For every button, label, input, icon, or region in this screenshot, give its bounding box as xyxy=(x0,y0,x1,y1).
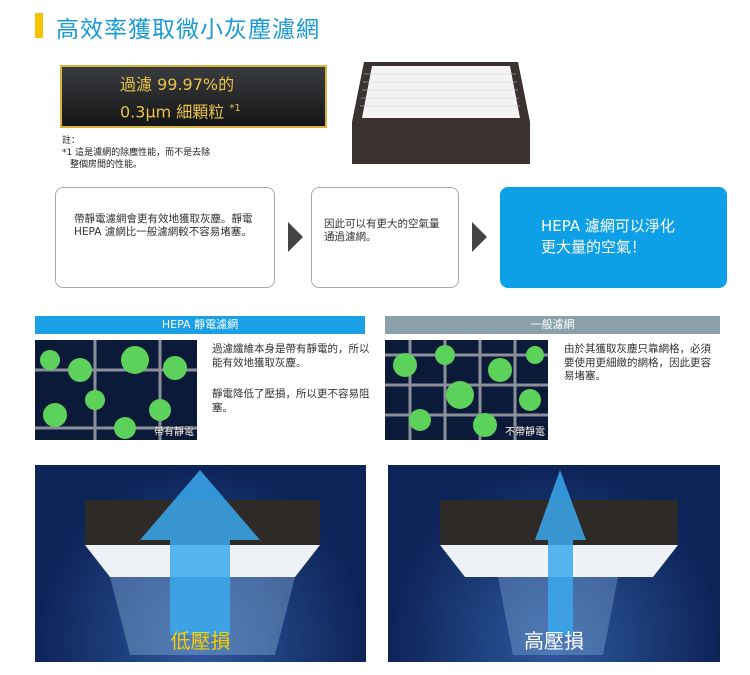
hepa-microscope-image: 帶有靜電 xyxy=(35,340,197,440)
footnote-mark: *1 xyxy=(229,103,241,114)
normal-description: 由於其獲取灰塵只靠網格，必須要使用更細緻的網格，因此更容易堵塞。 xyxy=(564,343,711,382)
hepa-caption: 帶有靜電 xyxy=(154,427,194,438)
high-pressure-panel: 高壓損 xyxy=(388,465,720,662)
note-line2: 整個房間的性能。 xyxy=(70,160,143,170)
hepa-header: HEPA 靜電濾網 xyxy=(35,316,365,334)
claim-line1: 過濾 99.97%的 xyxy=(120,75,235,94)
note-label: 註： xyxy=(62,136,81,146)
dust-particles-illustration xyxy=(35,340,197,440)
dust-particles-illustration xyxy=(385,340,548,440)
normal-header: 一般濾網 xyxy=(385,316,720,334)
claim-line2-text: 0.3µm 細顆粒 xyxy=(120,102,225,122)
normal-caption: 不帶靜電 xyxy=(505,427,545,438)
high-pressure-illustration xyxy=(440,470,678,655)
flow-step-3: HEPA 濾網可以淨化更大量的空氣！ xyxy=(500,187,727,288)
low-pressure-label: 低壓損 xyxy=(170,629,231,653)
low-pressure-illustration xyxy=(85,470,320,655)
low-pressure-panel: 低壓損 xyxy=(35,465,366,662)
hepa-desc-1: 過濾纖維本身是帶有靜電的，所以能有效地獲取灰塵。 xyxy=(212,343,370,369)
arrow-right-icon xyxy=(472,222,487,252)
title-accent-bar xyxy=(35,13,43,38)
hepa-filter-image xyxy=(352,62,530,164)
page-title: 高效率獲取微小灰塵濾網 xyxy=(56,17,320,43)
hepa-desc-2: 靜電降低了壓損，所以更不容易阻塞。 xyxy=(212,388,370,414)
flow-step-1: 帶靜電濾網會更有效地獲取灰塵。靜電 HEPA 濾網比一般濾網較不容易堵塞。 xyxy=(55,187,275,288)
normal-microscope-image: 不帶靜電 xyxy=(385,340,548,440)
footnote: 註： *1 這是濾網的除塵性能，而不是去除 整個房間的性能。 xyxy=(62,135,210,171)
claim-box: 過濾 99.97%的 0.3µm 細顆粒 *1 xyxy=(60,65,327,128)
flow-step-2: 因此可以有更大的空氣量通過濾網。 xyxy=(311,187,459,288)
note-line1: *1 這是濾網的除塵性能，而不是去除 xyxy=(62,148,211,158)
high-pressure-label: 高壓損 xyxy=(524,629,584,653)
arrow-right-icon xyxy=(288,222,303,252)
claim-line2: 0.3µm 細顆粒 *1 xyxy=(120,97,325,124)
hepa-description: 過濾纖維本身是帶有靜電的，所以能有效地獲取灰塵。 靜電降低了壓損，所以更不容易阻… xyxy=(212,343,372,415)
